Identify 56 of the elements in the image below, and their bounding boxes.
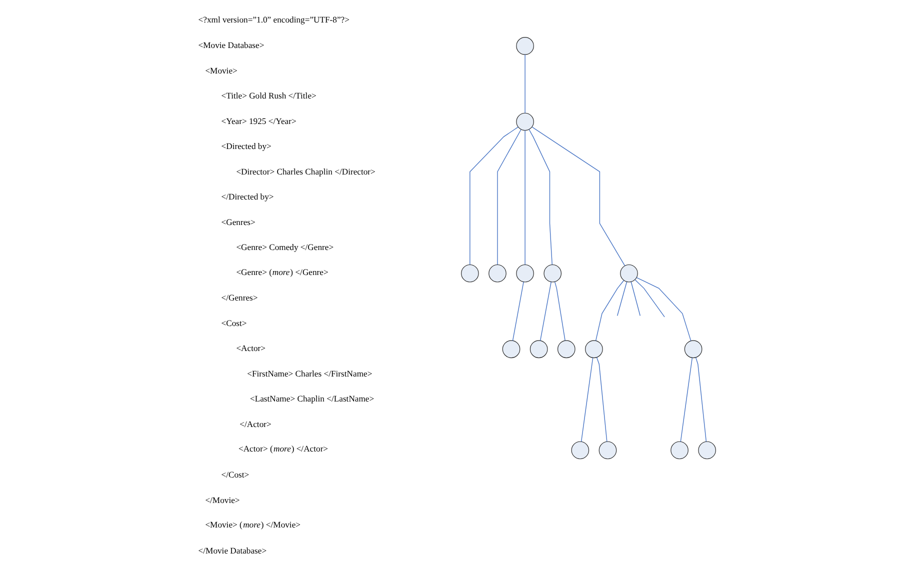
label: </Movie> bbox=[205, 494, 240, 505]
label: <Movie> bbox=[205, 65, 238, 76]
node-circle bbox=[585, 340, 603, 358]
node-circle bbox=[461, 264, 479, 282]
label: </Cost> bbox=[221, 470, 250, 480]
connector bbox=[634, 279, 665, 318]
connector bbox=[528, 129, 552, 265]
label: <LastName> Chaplin </LastName> bbox=[250, 394, 374, 404]
node-circle bbox=[670, 441, 688, 460]
connector bbox=[636, 277, 692, 342]
label: <Director> Charles Chaplin </Director> bbox=[236, 166, 376, 176]
label: <Genres> bbox=[221, 216, 256, 227]
connector bbox=[470, 126, 518, 265]
connector bbox=[695, 357, 707, 442]
connector bbox=[630, 282, 640, 316]
label: <Title> Gold Rush </Title> bbox=[221, 90, 316, 101]
node-circle bbox=[684, 340, 702, 358]
connector bbox=[532, 126, 626, 266]
connector bbox=[497, 129, 522, 265]
label: <Genre> Comedy </Genre> bbox=[236, 242, 334, 252]
connector bbox=[540, 282, 552, 342]
node-circle bbox=[488, 264, 506, 282]
connector bbox=[596, 357, 608, 442]
node-circle bbox=[516, 37, 534, 55]
label: <Genre> (more) </Genre> bbox=[236, 266, 328, 277]
label: <Cost> bbox=[221, 318, 247, 328]
label: <Actor> (more) </Actor> bbox=[238, 444, 328, 454]
connector bbox=[524, 54, 526, 114]
node-circle bbox=[698, 441, 716, 460]
label: <?xml version=”1.0” encoding=”UTF-8”?> bbox=[198, 14, 350, 25]
node-circle bbox=[516, 112, 534, 131]
label: <Movie> (more) </Movie> bbox=[205, 519, 300, 530]
connector bbox=[680, 357, 693, 442]
label: </Actor> bbox=[240, 418, 272, 429]
label: <Movie Database> bbox=[198, 40, 264, 50]
node-circle bbox=[516, 264, 534, 282]
node-circle bbox=[530, 340, 548, 358]
label: <Directed by> bbox=[221, 141, 272, 152]
connector bbox=[512, 282, 524, 342]
label: <Year> 1925 </Year> bbox=[221, 116, 296, 126]
label: <Actor> bbox=[236, 343, 266, 354]
label: </Directed by> bbox=[221, 192, 274, 202]
connector bbox=[554, 281, 566, 341]
connector bbox=[616, 282, 628, 316]
connector bbox=[595, 280, 624, 341]
node-circle bbox=[620, 264, 638, 282]
node-circle bbox=[544, 264, 562, 282]
label: </Movie Database> bbox=[198, 545, 267, 556]
node-circle bbox=[598, 441, 617, 460]
connector bbox=[524, 130, 526, 265]
label: <FirstName> Charles </FirstName> bbox=[247, 368, 372, 378]
label: </Genres> bbox=[221, 292, 258, 303]
node-circle bbox=[502, 340, 520, 358]
node-circle bbox=[571, 441, 590, 460]
node-circle bbox=[558, 340, 576, 358]
connector bbox=[580, 357, 594, 442]
